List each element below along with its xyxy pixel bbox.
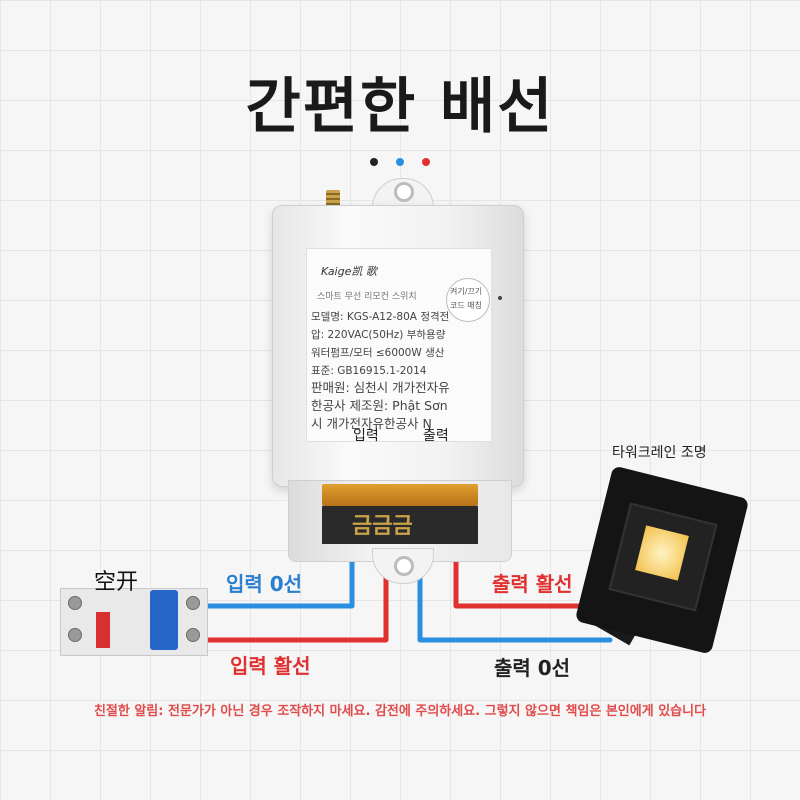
input-neutral-label: 입력 0선 [226,572,303,596]
output-live-label: 출력 활선 [492,572,573,596]
terminal-block [322,506,478,544]
output-terminal-label: 출력 [423,428,449,444]
label-line: 표준: GB16915.1-2014 [311,365,427,377]
button-label: 켜기/끄기 [450,287,483,296]
indicator-led-icon [498,296,502,300]
label-line: 시 개가전자유한공사 N [311,416,432,431]
lamp-label: 타워크레인 조명 [612,445,707,461]
terminal-cover [322,484,478,506]
breaker-brand-strip [96,612,110,648]
blue-dot-icon [396,158,404,166]
pair-button[interactable] [446,278,490,322]
output-neutral-label: 출력 0선 [494,656,571,680]
screw-icon [68,628,82,642]
input-terminal-label: 입력 [353,428,379,444]
label-line: 판매원: 심천시 개가전자유 [311,380,450,395]
button-label: 코드 매칭 [450,301,482,310]
device-label-panel: Kaige凯 歌 스마트 무선 리모컨 스위치 모델명: KGS-A12-80A… [306,248,492,444]
breaker-toggle[interactable] [150,590,178,650]
page-title: 간편한 배선 [245,72,555,142]
input-live-label: 입력 활선 [230,654,311,678]
screw-icon [186,628,200,642]
mount-hole-icon [394,182,414,202]
terminal-screws: 금금금 [352,514,413,539]
brand-logo: Kaige凯 歌 [321,265,377,278]
mount-hole-icon [394,556,414,576]
label-line: 압: 220VAC(50Hz) 부하용량 [311,329,446,341]
safety-notice: 친절한 알림: 전문가가 아닌 경우 조작하지 마세요. 감전에 주의하세요. … [93,704,707,719]
label-line: 한공사 제조원: Phật Sơn [311,398,448,413]
breaker-label: 空开 [94,570,139,595]
screw-icon [186,596,200,610]
red-dot-icon [422,158,430,166]
screw-icon [68,596,82,610]
circuit-breaker [60,588,208,656]
label-line: 워터펌프/모터 ≤6000W 생산 [311,347,445,359]
label-line: 모델명: KGS-A12-80A 정격전 [311,311,450,323]
black-dot-icon [370,158,378,166]
label-line: 스마트 무선 리모컨 스위치 [317,292,417,302]
